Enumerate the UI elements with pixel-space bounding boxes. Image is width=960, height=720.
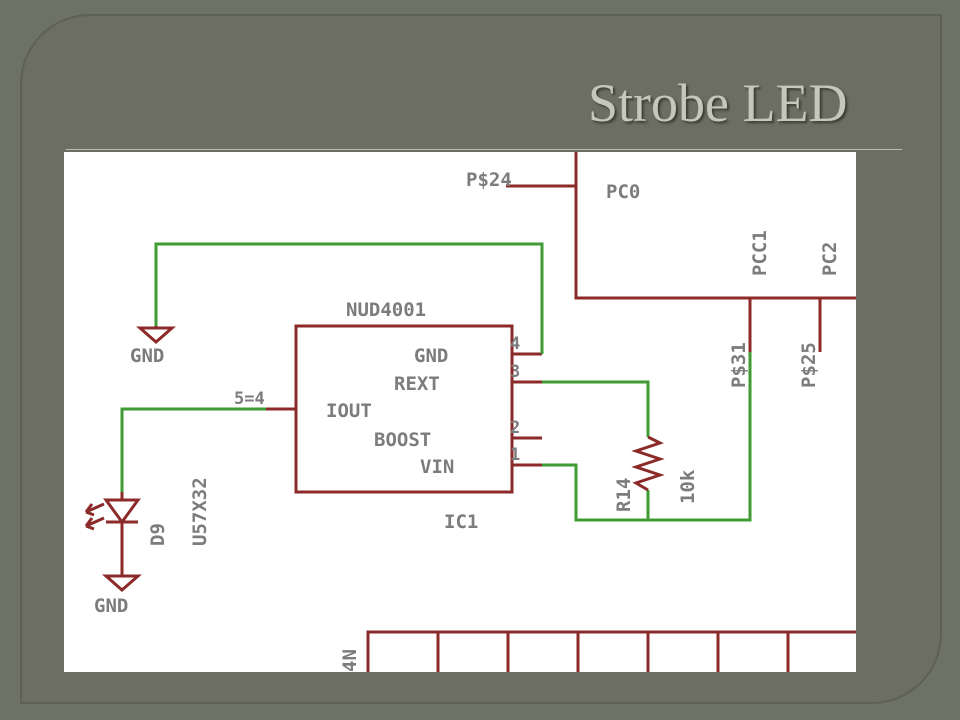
net-gnd-top [154, 242, 544, 354]
header-dividers [436, 632, 790, 672]
led-body [103, 492, 141, 576]
led-emission-arrows [84, 502, 105, 531]
pad-label-p24: P$24 [466, 169, 512, 191]
gnd-label-bottom: GND [94, 595, 128, 617]
ic-pin-name-gnd: GND [414, 345, 448, 367]
net-vin [542, 352, 752, 522]
pad-label-p31: P$31 [728, 342, 750, 388]
net-iout [120, 407, 266, 492]
ic-pin-name-vin: VIN [420, 456, 454, 478]
ic-pin-num-2: 2 [510, 418, 520, 438]
ic-pin-name-rext: REXT [394, 373, 440, 395]
ic-pin-name-boost: BOOST [374, 429, 431, 451]
header-label: 4N [339, 649, 361, 672]
schematic-image: P$24 PC0 PCC1 PC2 P$31 P$25 NUD4001 IC1 … [64, 152, 856, 672]
ic-pin-num-iout: 5=4 [234, 389, 265, 409]
led-value: U57X32 [189, 477, 211, 546]
gnd-symbol-bottom [102, 574, 142, 592]
slide-title: Strobe LED [588, 73, 848, 133]
ic-pin-num-3: 3 [510, 362, 520, 382]
gnd-label-top: GND [130, 345, 164, 367]
ic-pin-name-iout: IOUT [326, 400, 372, 422]
schematic-diagram: P$24 PC0 PCC1 PC2 P$31 P$25 NUD4001 IC1 … [84, 152, 856, 672]
ic-pin-num-4: 4 [510, 334, 520, 354]
pin-label-pc0: PC0 [606, 181, 640, 203]
resistor-value: 10k [677, 469, 699, 504]
title-divider [66, 149, 902, 150]
pin-label-pc2: PC2 [819, 242, 841, 276]
ic-name: NUD4001 [346, 299, 426, 321]
ic-pin-num-1: 1 [510, 445, 520, 465]
resistor-ref: R14 [613, 478, 635, 512]
pin-label-pcc1: PCC1 [749, 230, 771, 276]
header-outline [366, 630, 856, 672]
pad-label-p25: P$25 [798, 342, 820, 388]
resistor-zigzag [631, 435, 665, 492]
ic-ref: IC1 [444, 511, 478, 533]
mcu-outline [574, 152, 856, 300]
net-rext [542, 380, 650, 437]
led-ref: D9 [147, 523, 169, 546]
gnd-symbol-top [136, 326, 176, 344]
